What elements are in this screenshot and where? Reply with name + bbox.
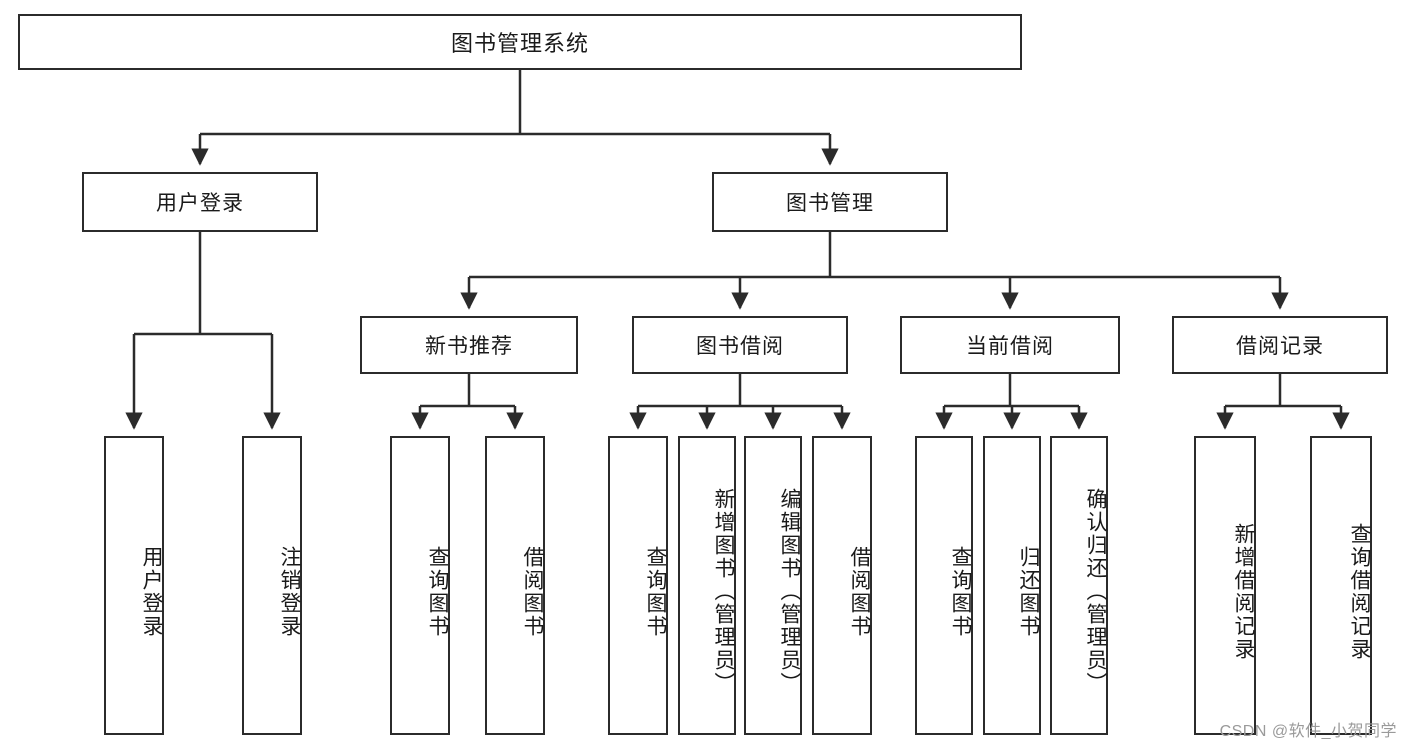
node-user-login[interactable]: 用户登录: [82, 172, 318, 232]
leaf-query-book-borrow[interactable]: 查询图书: [608, 436, 668, 735]
watermark: CSDN @软件_小贺同学: [1219, 723, 1397, 740]
leaf-confirm-return-admin-label: 确认归还（管理员）: [1084, 488, 1107, 695]
leaf-query-book-recommend[interactable]: 查询图书: [390, 436, 450, 735]
node-book-management[interactable]: 图书管理: [712, 172, 948, 232]
node-book-borrow-label: 图书借阅: [696, 335, 784, 358]
leaf-borrow-book-label: 借阅图书: [848, 545, 871, 638]
node-new-book-recommend-label: 新书推荐: [425, 335, 513, 358]
node-borrow-record[interactable]: 借阅记录: [1172, 316, 1388, 374]
leaf-edit-book-admin[interactable]: 编辑图书（管理员）: [744, 436, 802, 735]
leaf-logout[interactable]: 注销登录: [242, 436, 302, 735]
leaf-add-book-admin[interactable]: 新增图书（管理员）: [678, 436, 736, 735]
leaf-add-borrow-record[interactable]: 新增借阅记录: [1194, 436, 1256, 735]
leaf-query-borrow-record[interactable]: 查询借阅记录: [1310, 436, 1372, 735]
node-new-book-recommend[interactable]: 新书推荐: [360, 316, 578, 374]
leaf-return-book-label: 归还图书: [1017, 545, 1040, 638]
node-current-borrow-label: 当前借阅: [966, 335, 1054, 358]
leaf-borrow-book-recommend[interactable]: 借阅图书: [485, 436, 545, 735]
node-book-management-label: 图书管理: [786, 192, 874, 215]
leaf-add-borrow-record-label: 新增借阅记录: [1232, 522, 1255, 661]
leaf-user-login[interactable]: 用户登录: [104, 436, 164, 735]
node-current-borrow[interactable]: 当前借阅: [900, 316, 1120, 374]
leaf-borrow-book-recommend-label: 借阅图书: [521, 545, 544, 638]
leaf-user-login-label: 用户登录: [140, 545, 163, 638]
leaf-query-book-current[interactable]: 查询图书: [915, 436, 973, 735]
node-book-borrow[interactable]: 图书借阅: [632, 316, 848, 374]
node-user-login-label: 用户登录: [156, 192, 244, 215]
node-root-label: 图书管理系统: [450, 31, 589, 56]
leaf-borrow-book[interactable]: 借阅图书: [812, 436, 872, 735]
leaf-query-borrow-record-label: 查询借阅记录: [1348, 522, 1371, 661]
node-root[interactable]: 图书管理系统: [18, 14, 1022, 70]
leaf-confirm-return-admin[interactable]: 确认归还（管理员）: [1050, 436, 1108, 735]
leaf-query-book-recommend-label: 查询图书: [426, 545, 449, 638]
leaf-query-book-current-label: 查询图书: [949, 545, 972, 638]
leaf-query-book-borrow-label: 查询图书: [644, 545, 667, 638]
leaf-edit-book-admin-label: 编辑图书（管理员）: [778, 488, 801, 695]
node-borrow-record-label: 借阅记录: [1236, 335, 1324, 358]
leaf-add-book-admin-label: 新增图书（管理员）: [712, 488, 735, 695]
leaf-return-book[interactable]: 归还图书: [983, 436, 1041, 735]
leaf-logout-label: 注销登录: [278, 545, 301, 638]
